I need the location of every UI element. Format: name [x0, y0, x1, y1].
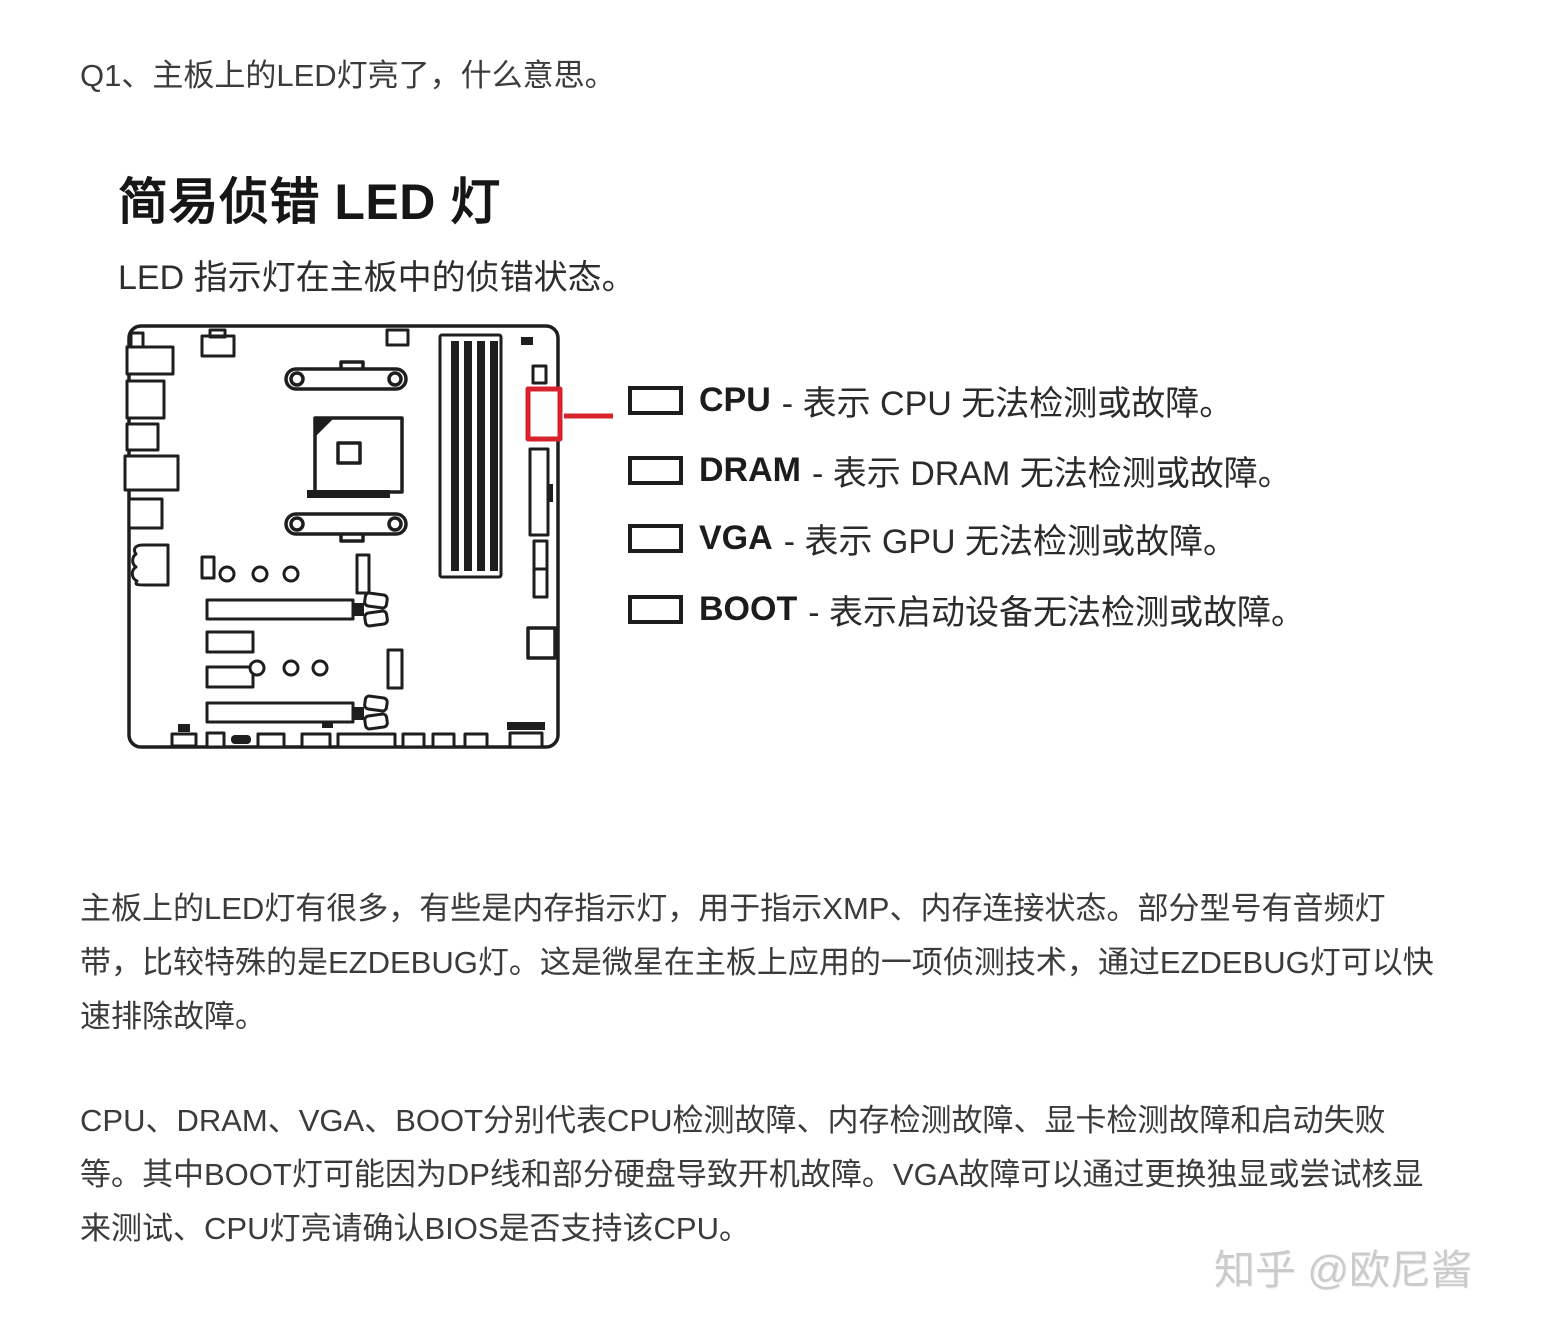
figure-title: 简易侦错 LED 灯: [118, 174, 501, 230]
legend-row-vga: VGA - 表示 GPU 无法检测或故障。: [628, 519, 1237, 561]
right-edge-headers: [507, 364, 557, 730]
legend-desc: - 表示 DRAM 无法检测或故障。: [811, 454, 1292, 493]
figure-subtitle: LED 指示灯在主板中的侦错状态。: [118, 259, 636, 297]
legend-row-boot: BOOT - 表示启动设备无法检测或故障。: [628, 590, 1305, 632]
cpu-bracket-bottom: [284, 512, 408, 543]
paragraph-line: CPU、DRAM、VGA、BOOT分别代表CPU检测故障、内存检测故障、显卡检测…: [80, 1103, 1386, 1138]
motherboard-diagram: [123, 324, 613, 749]
bottom-headers: [170, 724, 544, 749]
legend-label: DRAM: [699, 450, 801, 489]
cpu-socket: [307, 416, 404, 498]
m2-slots: [205, 630, 404, 690]
body-paragraph-1: 主板上的LED灯有很多，有些是内存指示灯，用于指示XMP、内存连接状态。部分型号…: [80, 882, 1500, 1044]
led-box-vga: [628, 523, 683, 553]
question-title: Q1、主板上的LED灯亮了，什么意思。: [80, 58, 616, 93]
legend-label: VGA: [699, 518, 773, 557]
ez-debug-led-figure: 简易侦错 LED 灯 LED 指示灯在主板中的侦错状态。: [118, 174, 1305, 749]
led-box-dram: [628, 455, 683, 485]
top-headers: [200, 328, 533, 358]
rear-io-ports: [123, 331, 180, 587]
legend-row-cpu: CPU - 表示 CPU 无法检测或故障。: [628, 381, 1233, 423]
audio-jacks: [130, 543, 170, 587]
pcie-slot-2: [205, 694, 389, 731]
ram-slots: [438, 333, 503, 579]
paragraph-line: 带，比较特殊的是EZDEBUG灯。这是微星在主板上应用的一项侦测技术，通过EZD…: [80, 945, 1434, 980]
legend-desc: - 表示 CPU 无法检测或故障。: [781, 384, 1234, 423]
legend-desc: - 表示 GPU 无法检测或故障。: [783, 522, 1238, 561]
body-paragraph-2: CPU、DRAM、VGA、BOOT分别代表CPU检测故障、内存检测故障、显卡检测…: [80, 1094, 1500, 1256]
paragraph-line: 等。其中BOOT灯可能因为DP线和部分硬盘导致开机故障。VGA故障可以通过更换独…: [80, 1157, 1424, 1192]
pcie-slot-1: [205, 591, 389, 628]
cpu-bracket-top: [284, 360, 408, 391]
legend-desc: - 表示启动设备无法检测或故障。: [808, 593, 1305, 632]
paragraph-line: 速排除故障。: [80, 999, 266, 1034]
led-box-cpu: [628, 385, 683, 415]
legend-row-dram: DRAM - 表示 DRAM 无法检测或故障。: [628, 451, 1292, 493]
legend-label: BOOT: [699, 589, 798, 628]
paragraph-line: 主板上的LED灯有很多，有些是内存指示灯，用于指示XMP、内存连接状态。部分型号…: [80, 891, 1386, 926]
paragraph-line: 来测试、CPU灯亮请确认BIOS是否支持该CPU。: [80, 1211, 750, 1246]
zhihu-watermark: 知乎 @欧尼酱: [1214, 1247, 1473, 1293]
ez-debug-led-highlight: [525, 386, 563, 442]
mid-headers: [200, 553, 371, 595]
legend-label: CPU: [699, 380, 771, 419]
led-legend: CPU - 表示 CPU 无法检测或故障。 DRAM - 表示 DRAM 无法检…: [628, 381, 1305, 632]
led-box-boot: [628, 594, 683, 624]
